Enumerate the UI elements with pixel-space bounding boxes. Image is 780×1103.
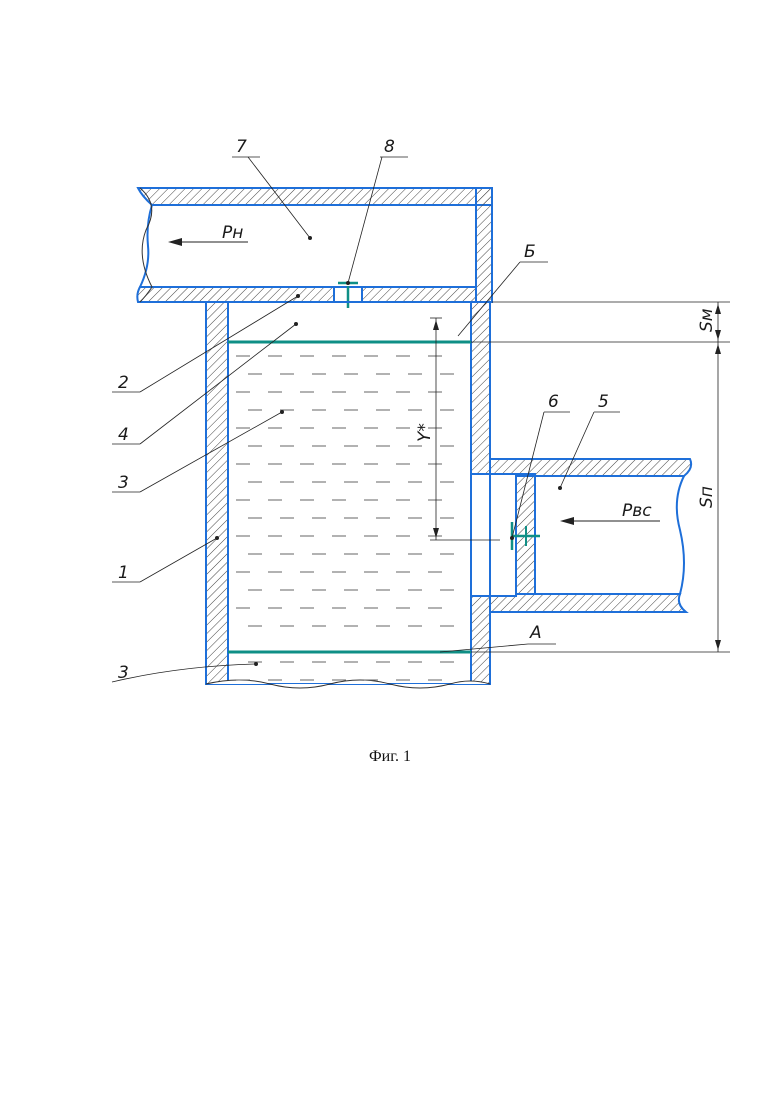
- label-y-star: Y*: [415, 423, 435, 442]
- label-5: 5: [598, 392, 609, 412]
- label-3-lower: 3: [118, 663, 129, 683]
- cylinder-bore: [228, 302, 471, 684]
- top-pipe-upper-wall: [138, 188, 492, 205]
- top-pipe: [137, 188, 492, 302]
- side-pipe-lower-wall: [490, 594, 686, 612]
- top-pipe-lower-wall: [137, 287, 476, 302]
- top-pipe-bore: [140, 205, 476, 287]
- figure-caption: Фиг. 1: [0, 748, 780, 766]
- cylinder-right-wall-upper: [471, 302, 490, 474]
- side-pipe-bore: [535, 476, 684, 594]
- label-4: 4: [118, 425, 129, 445]
- label-7: 7: [236, 137, 247, 157]
- label-6: 6: [548, 392, 559, 412]
- label-8: 8: [384, 137, 395, 157]
- liquid-fill: [236, 356, 454, 680]
- label-pvs: Рвс: [622, 501, 652, 521]
- label-sm: Sм: [697, 308, 717, 332]
- label-pn: Рн: [222, 223, 243, 243]
- cylinder-1: [206, 302, 490, 688]
- label-3-upper: 3: [118, 473, 129, 493]
- label-1: 1: [118, 563, 129, 583]
- cylinder-right-wall-lower: [471, 596, 490, 684]
- valve-8: [334, 283, 362, 308]
- label-sp: Sп: [697, 486, 717, 508]
- cylinder-left-wall: [206, 302, 228, 684]
- side-pipe-upper-wall: [490, 459, 691, 476]
- label-B: Б: [524, 242, 536, 262]
- top-pipe-end-wall: [476, 188, 492, 302]
- label-A: А: [529, 623, 542, 643]
- cylinder-break-line: [206, 680, 490, 688]
- label-2: 2: [118, 373, 129, 393]
